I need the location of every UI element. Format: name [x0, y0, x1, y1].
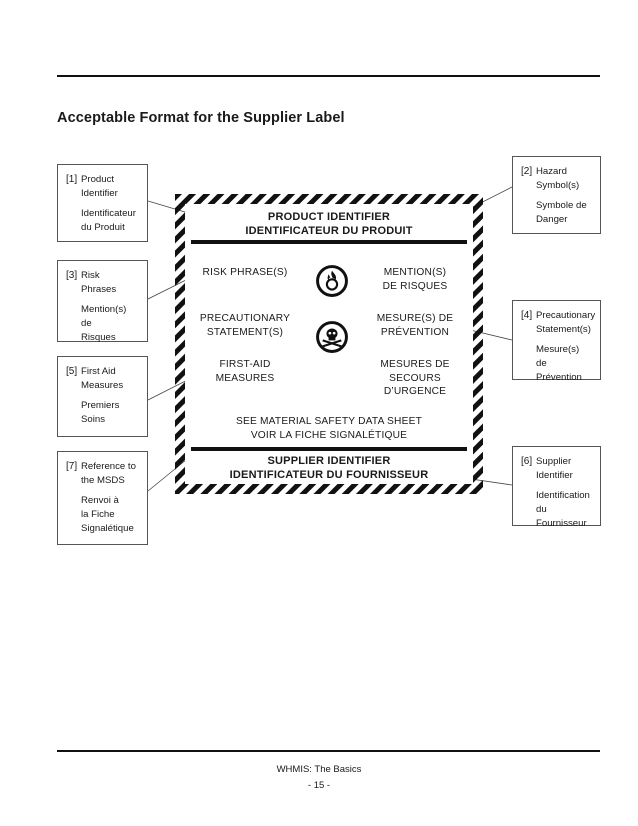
callout-hazard-symbols: [2]Hazard Symbol(s) Symbole de Danger — [512, 156, 601, 234]
callout-number: [6] — [521, 456, 533, 467]
callout-english: Risk Phrases — [81, 270, 117, 295]
callout-supplier-identifier: [6]Supplier Identifier Identification du… — [512, 446, 601, 529]
label-risk-phrase: RISK PHRASE(S) — [202, 267, 288, 278]
callout-number: [2] — [521, 166, 533, 177]
label-content: PRODUCT IDENTIFIER IDENTIFICATEUR DU PRO… — [185, 204, 473, 484]
callout-french: Mention(s) de Risques — [81, 304, 127, 343]
callout-english: Precautionary Statement(s) — [536, 310, 596, 335]
callout-french: Renvoi à la Fiche Signalétique — [81, 495, 134, 534]
page-heading: Acceptable Format for the Supplier Label — [57, 110, 345, 126]
label-see-msds: SEE MATERIAL SAFETY DATA SHEET VOIR LA F… — [235, 416, 423, 441]
footer-page-number: - 15 - — [307, 780, 331, 791]
label-bottom-bar — [191, 447, 467, 451]
callout-french: Identification du Fournisseur — [536, 490, 590, 529]
callout-number: [7] — [66, 461, 78, 472]
callout-french: Premiers Soins — [81, 400, 120, 425]
callout-number: [3] — [66, 270, 78, 281]
callout-number: [4] — [521, 310, 533, 321]
callout-msds-reference: [7]Reference to the MSDS Renvoi à la Fic… — [57, 451, 148, 545]
supplier-label: PRODUCT IDENTIFIER IDENTIFICATEUR DU PRO… — [175, 194, 483, 494]
label-top-bar — [191, 240, 467, 244]
label-product-identifier: PRODUCT IDENTIFIER IDENTIFICATEUR DU PRO… — [245, 211, 413, 237]
callout-precautionary: [4]Precautionary Statement(s) Mesure(s) … — [512, 300, 601, 383]
callout-risk-phrases: [3]Risk Phrases Mention(s) de Risques — [57, 260, 148, 343]
callout-product-identifier: [1]Product Identifier Identificateur du … — [57, 164, 148, 242]
oxidizing-material-icon — [316, 265, 348, 297]
label-mesures-secours: MESURES DE SECOURS D’URGENCE — [380, 359, 450, 397]
label-first-aid: FIRST-AID MEASURES — [215, 359, 275, 384]
label-precautionary: PRECAUTIONARY STATEMENT(S) — [199, 313, 291, 338]
callout-english: Hazard Symbol(s) — [536, 166, 580, 191]
callout-number: [5] — [66, 366, 78, 377]
label-supplier-identifier: SUPPLIER IDENTIFIER IDENTIFICATEUR DU FO… — [229, 455, 429, 481]
footer-document-title: WHMIS: The Basics — [276, 764, 362, 775]
callout-english: First Aid Measures — [81, 366, 124, 391]
bottom-rule — [57, 750, 600, 752]
poisonous-material-icon — [316, 321, 348, 353]
label-mesure-prevention: MESURE(S) DE PRÉVENTION — [376, 313, 454, 338]
callout-first-aid: [5]First Aid Measures Premiers Soins — [57, 356, 148, 437]
top-rule — [57, 75, 600, 77]
label-mention-risques: MENTION(S) DE RISQUES — [382, 267, 448, 292]
callout-english: Supplier Identifier — [536, 456, 573, 481]
callout-french: Identificateur du Produit — [81, 208, 136, 233]
callout-number: [1] — [66, 174, 78, 185]
callout-english: Reference to the MSDS — [81, 461, 136, 486]
callout-french: Mesure(s) de Prévention — [536, 344, 582, 383]
callout-french: Symbole de Danger — [536, 200, 587, 225]
callout-english: Product Identifier — [81, 174, 118, 199]
